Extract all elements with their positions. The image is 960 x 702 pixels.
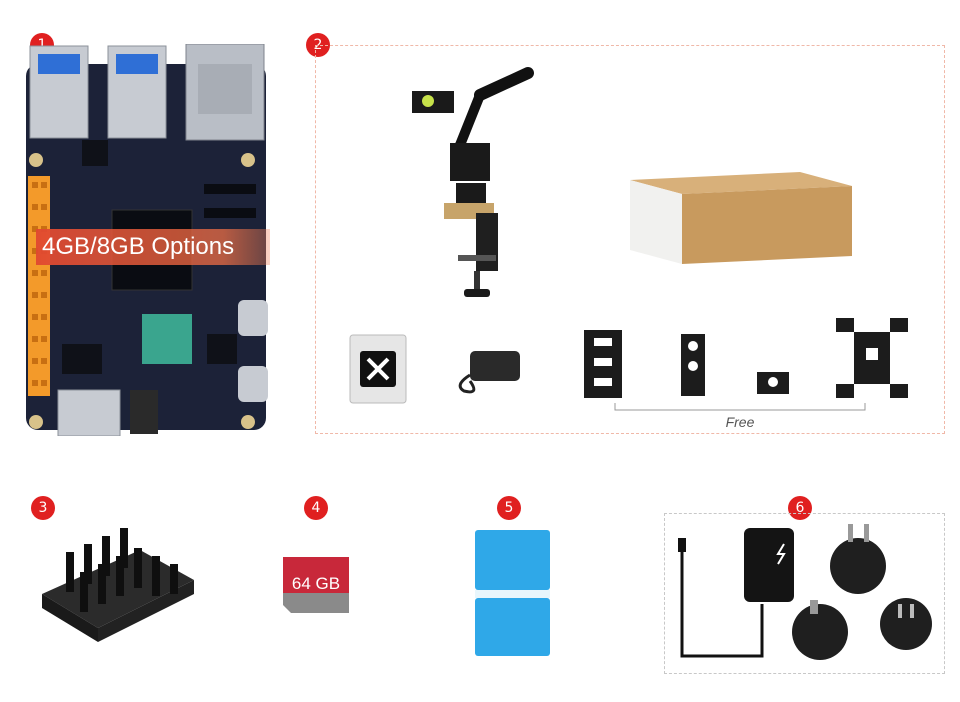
sd-card-image <box>283 557 349 613</box>
blue-case-image <box>475 530 550 656</box>
badge-4: 4 <box>304 496 328 520</box>
packaging-box-image <box>630 172 852 264</box>
mount-plate-2-image <box>836 318 908 398</box>
mount-plate-1-image <box>584 330 622 398</box>
power-adapter-arm-image <box>458 351 520 394</box>
power-supply-image <box>678 524 932 660</box>
mount-block-image <box>757 372 789 394</box>
board-image <box>26 44 268 436</box>
heatsink-image <box>42 528 194 642</box>
free-bracket-line <box>614 403 866 411</box>
badge-6: 6 <box>788 496 812 520</box>
power-supply-frame <box>664 513 945 674</box>
badge-3: 3 <box>31 496 55 520</box>
mount-bracket-image <box>681 334 705 396</box>
free-label: Free <box>725 414 755 430</box>
badge-5: 5 <box>497 496 521 520</box>
sd-card-capacity: 64 GB <box>291 574 341 593</box>
memory-option-banner: 4GB/8GB Options <box>36 229 270 265</box>
robotic-arm-image <box>412 67 534 297</box>
screw-bag-image <box>349 334 407 404</box>
arm-kit-frame <box>315 45 945 434</box>
